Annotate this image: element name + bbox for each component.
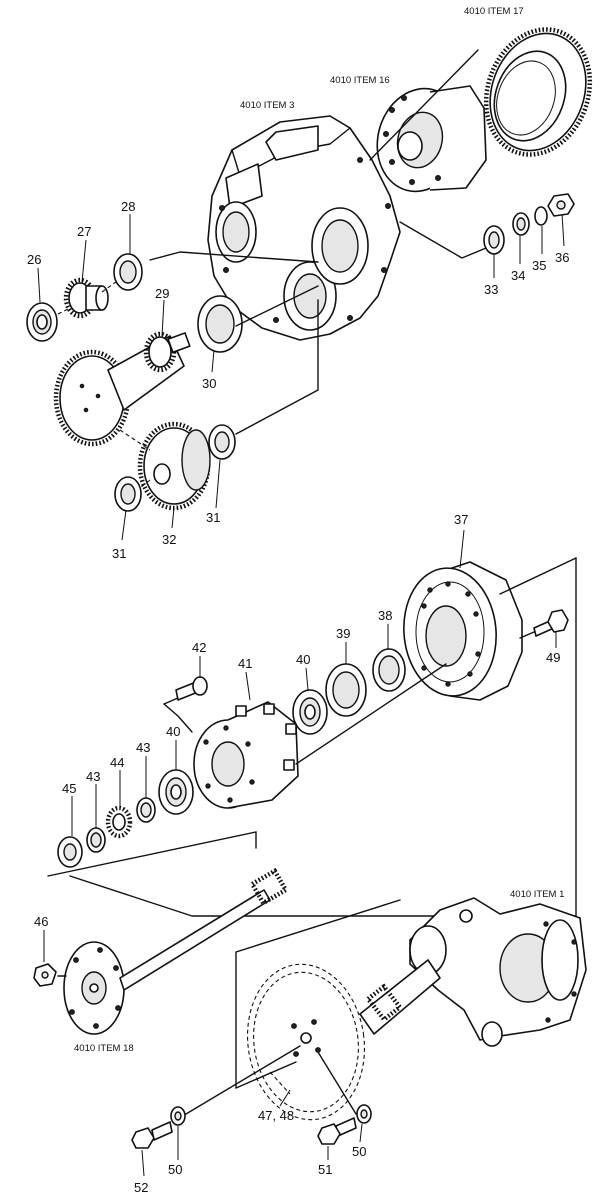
callout-31-upper: 31	[206, 510, 220, 525]
callout-34: 34	[511, 268, 525, 283]
middle-assembly-lines	[47, 557, 577, 917]
callout-50-left: 50	[168, 1162, 182, 1177]
lock-washer-item-44	[105, 805, 133, 839]
ref-item-3: 4010 ITEM 3	[240, 100, 294, 111]
washer-item-43-upper	[136, 797, 156, 823]
callout-41: 41	[238, 656, 252, 671]
callout-43-upper: 43	[136, 740, 150, 755]
axle-shaft-item-18	[63, 867, 289, 1035]
callout-32: 32	[162, 532, 176, 547]
ref-item-16: 4010 ITEM 16	[330, 75, 390, 86]
bearing-item-40-upper	[292, 689, 328, 735]
bearing-item-28	[113, 253, 143, 291]
ring-item-35	[534, 206, 548, 226]
callout-51: 51	[318, 1162, 332, 1177]
callout-40-upper: 40	[296, 652, 310, 667]
bearing-item-33	[483, 225, 505, 255]
nut-item-45	[57, 836, 83, 868]
seal-item-38	[372, 648, 406, 692]
callout-46: 46	[34, 914, 48, 929]
callout-36: 36	[555, 250, 569, 265]
callout-leaders	[37, 213, 565, 1177]
callout-47-48: 47, 48	[258, 1108, 294, 1123]
differential-case-item-16	[376, 85, 487, 193]
callout-38: 38	[378, 608, 392, 623]
bearing-item-26	[26, 302, 58, 342]
callout-29: 29	[155, 286, 169, 301]
callout-44: 44	[110, 755, 124, 770]
seal-item-30	[197, 295, 243, 353]
transmission-housing-item-3	[207, 115, 401, 341]
ref-item-1: 4010 ITEM 1	[510, 889, 564, 900]
callout-31-lower: 31	[112, 546, 126, 561]
flange-hub-item-41	[193, 701, 299, 809]
ring-gear-item-17	[483, 27, 593, 157]
callout-50-right: 50	[352, 1144, 366, 1159]
bolt-item-49	[533, 609, 569, 637]
bolt-item-51	[317, 1117, 357, 1145]
gear-item-27	[63, 277, 109, 319]
bearing-item-40-lower	[158, 769, 194, 815]
lower-assembly-lines	[57, 899, 401, 1115]
callout-26: 26	[27, 252, 41, 267]
nut-item-46	[33, 963, 57, 987]
callout-40-lower: 40	[166, 724, 180, 739]
brake-plate-item-47-48	[246, 963, 366, 1121]
bolt-item-42	[175, 676, 208, 701]
ref-item-17: 4010 ITEM 17	[464, 6, 524, 17]
bearing-item-31-lower	[114, 476, 142, 512]
gear-shaft-item-29	[53, 331, 191, 447]
washer-item-34	[512, 212, 530, 236]
callout-43-lower: 43	[86, 769, 100, 784]
callout-52: 52	[134, 1180, 148, 1195]
callout-37: 37	[454, 512, 468, 527]
callout-30: 30	[202, 376, 216, 391]
callout-35: 35	[532, 258, 546, 273]
callout-27: 27	[77, 224, 91, 239]
washer-item-43-lower	[86, 827, 106, 853]
washer-item-50-right	[356, 1104, 372, 1124]
callout-45: 45	[62, 781, 76, 796]
gear-item-32	[137, 421, 211, 511]
bolt-item-52	[131, 1121, 173, 1149]
seal-item-39	[325, 663, 367, 717]
callout-49: 49	[546, 650, 560, 665]
upper-assembly-lines	[57, 49, 487, 489]
bearing-item-31-upper	[208, 424, 236, 460]
washer-item-50-left	[170, 1106, 186, 1126]
ref-item-18: 4010 ITEM 18	[74, 1043, 134, 1054]
callout-42: 42	[192, 640, 206, 655]
callout-39: 39	[336, 626, 350, 641]
callout-28: 28	[121, 199, 135, 214]
axle-tube	[359, 959, 441, 1035]
nut-item-36	[547, 193, 575, 217]
axle-housing-item-1	[409, 897, 587, 1047]
callout-33: 33	[484, 282, 498, 297]
brake-drum-item-37	[403, 561, 523, 701]
